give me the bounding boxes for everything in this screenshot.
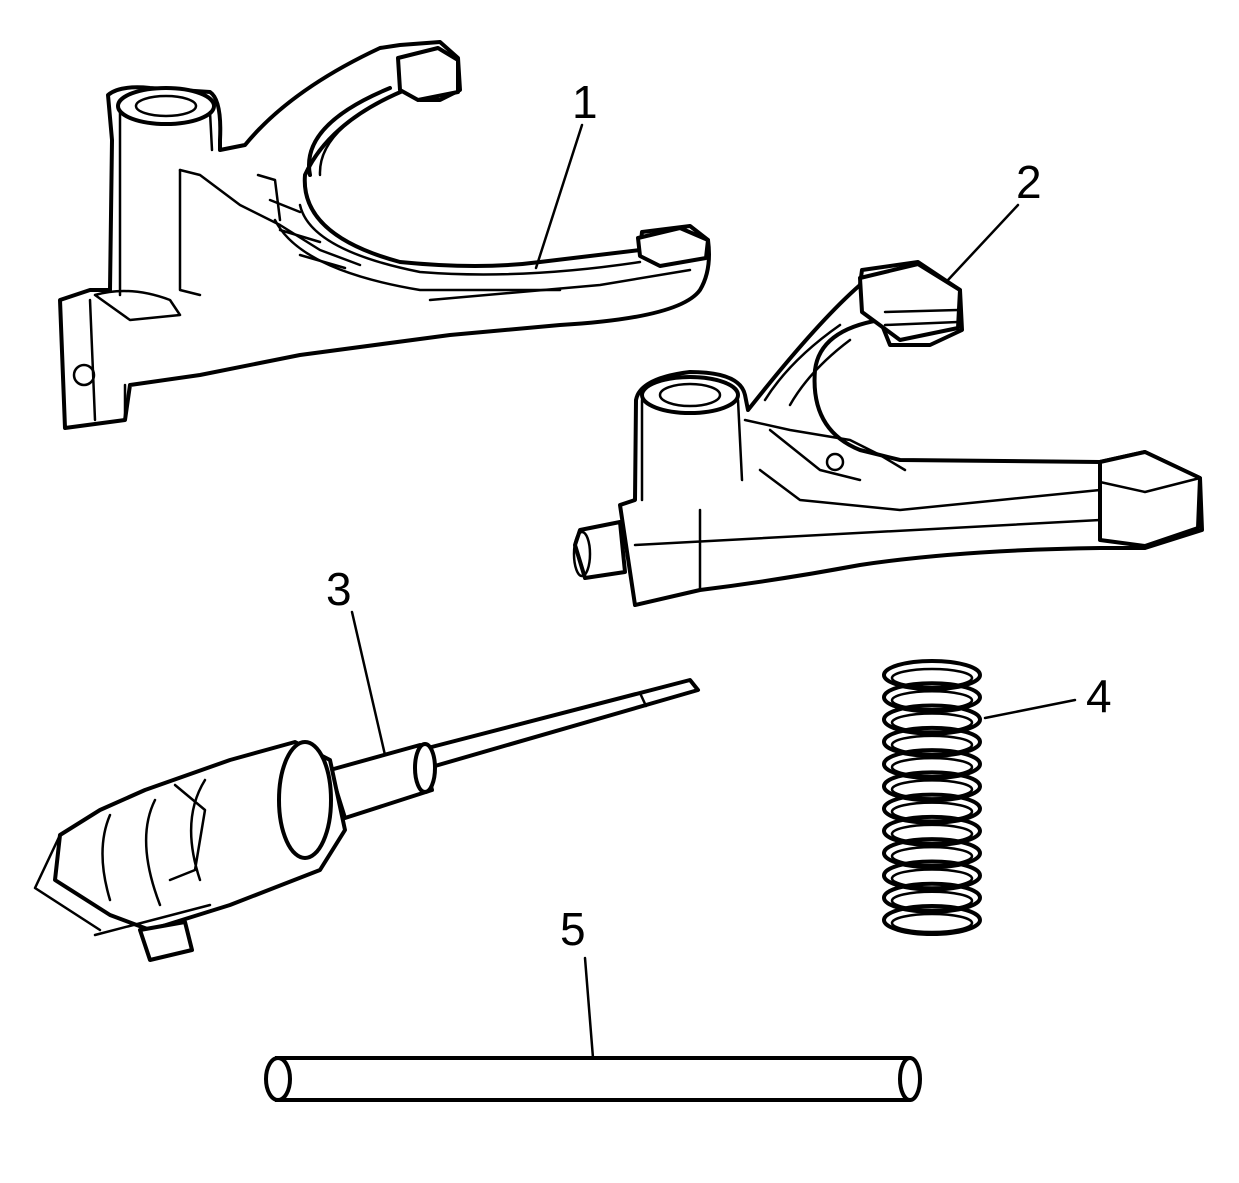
leader-line-1 xyxy=(534,123,584,270)
spring-coil-inner xyxy=(890,779,974,800)
spring-coil-inner xyxy=(890,868,974,889)
spring-coil xyxy=(882,837,982,870)
spring-coil xyxy=(882,725,982,758)
spring-coil-inner xyxy=(890,823,974,845)
spring-coil xyxy=(882,770,982,803)
spring-coil-inner xyxy=(890,667,974,689)
spring-coil xyxy=(882,904,982,936)
leader-line-2 xyxy=(946,203,1020,282)
spring-coil xyxy=(882,681,982,714)
spring-coil xyxy=(882,814,982,847)
part-1-shift-fork xyxy=(58,40,711,430)
spring-coil-inner xyxy=(890,756,974,778)
callout-labels: 1 2 3 4 5 xyxy=(326,76,1112,955)
spring-coil xyxy=(882,703,982,736)
spring-coil-inner xyxy=(890,801,974,822)
part-3-shift-rail-assembly xyxy=(33,678,700,962)
spring-coil xyxy=(882,792,982,825)
spring-coil-inner xyxy=(890,912,974,934)
spring-coil xyxy=(882,881,982,914)
callout-4: 4 xyxy=(1086,670,1112,722)
spring-coil xyxy=(882,748,982,781)
leader-line-4 xyxy=(983,698,1077,720)
callout-3: 3 xyxy=(326,563,352,615)
callout-2: 2 xyxy=(1016,156,1042,208)
callout-1: 1 xyxy=(572,76,598,128)
leader-lines xyxy=(350,123,1077,1060)
part-4-spring xyxy=(882,659,982,936)
leader-line-3 xyxy=(350,610,387,757)
part-5-pin xyxy=(264,1056,922,1102)
leader-line-5 xyxy=(583,956,595,1060)
spring-coil xyxy=(882,659,982,691)
spring-coil-inner xyxy=(890,890,974,911)
spring-coil-inner xyxy=(890,690,974,711)
spring-coil-inner xyxy=(890,845,974,867)
spring-coil-inner xyxy=(890,712,974,733)
spring-coil-inner xyxy=(890,734,974,756)
callout-5: 5 xyxy=(560,903,586,955)
part-2-shift-fork xyxy=(572,260,1204,607)
spring-coil xyxy=(882,859,982,892)
